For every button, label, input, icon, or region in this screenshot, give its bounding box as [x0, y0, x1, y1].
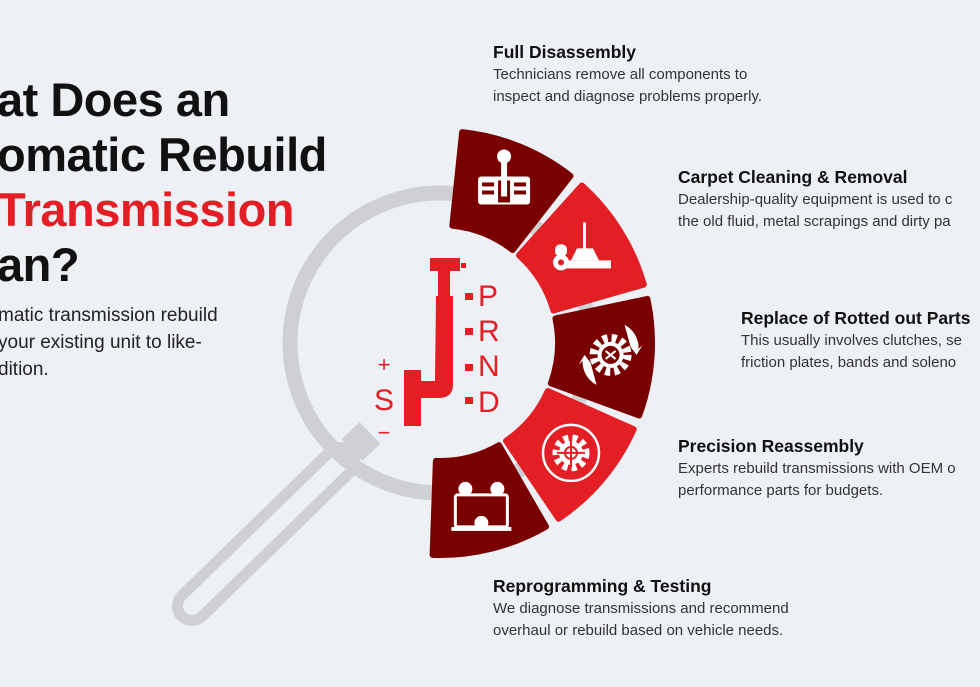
- step-segment: [515, 182, 647, 314]
- intro-line: your existing unit to like-: [0, 332, 202, 353]
- gear-label: D: [478, 386, 500, 419]
- step-precision-reassembly: Precision Reassembly Experts rebuild tra…: [678, 434, 956, 502]
- step-desc: Technicians remove all components to: [493, 66, 748, 83]
- gear-label: R: [478, 315, 500, 348]
- page-title-line-4: an?: [0, 238, 80, 291]
- page-title-line-1: at Does an: [0, 73, 230, 126]
- laptop-code-icon: [451, 481, 512, 531]
- manual-shift-label: +: [378, 352, 391, 377]
- step-desc: We diagnose transmissions and recommend: [493, 600, 789, 617]
- step-desc: the old fluid, metal scrapings and dirty…: [678, 213, 951, 230]
- step-desc: Experts rebuild transmissions with OEM o: [678, 460, 956, 477]
- page-title-line-2: omatic Rebuild: [0, 128, 327, 181]
- gear-shifter-icon: [478, 149, 531, 205]
- intro-paragraph: matic transmission rebuild your existing…: [0, 302, 218, 383]
- step-desc: performance parts for budgets.: [678, 482, 884, 499]
- manual-shift-label: S: [374, 384, 394, 417]
- intro-line: dition.: [0, 359, 49, 380]
- step-segment: [547, 295, 655, 419]
- step-title: Carpet Cleaning & Removal: [678, 167, 908, 187]
- step-title: Precision Reassembly: [678, 436, 864, 456]
- gear-label: N: [478, 350, 500, 383]
- step-carpet-cleaning: Carpet Cleaning & Removal Dealership-qua…: [678, 165, 952, 233]
- step-segment: [429, 442, 549, 558]
- step-desc: inspect and diagnose problems properly.: [493, 88, 763, 105]
- gear-label: P: [478, 280, 498, 313]
- step-segment: [502, 387, 637, 522]
- carpet-cleaning-icon: [553, 222, 612, 271]
- page-title-line-3: Transmission: [0, 183, 295, 236]
- step-desc: Dealership-quality equipment is used to …: [678, 191, 953, 208]
- step-reprogramming-testing: Reprogramming & Testing We diagnose tran…: [493, 574, 789, 642]
- step-full-disassembly: Full Disassembly Technicians remove all …: [493, 40, 762, 108]
- gear-shifter-graphic: [404, 258, 473, 426]
- step-replace-parts: Replace of Rotted out Parts This usually…: [741, 306, 970, 374]
- step-title: Reprogramming & Testing: [493, 576, 712, 596]
- step-desc: This usually involves clutches, se: [741, 332, 962, 349]
- manual-shift-label: −: [378, 420, 391, 445]
- step-desc: overhaul or rebuild based on vehicle nee…: [493, 622, 784, 639]
- step-title: Full Disassembly: [493, 42, 636, 62]
- step-desc: friction plates, bands and soleno: [741, 354, 957, 371]
- step-title: Replace of Rotted out Parts: [741, 308, 971, 328]
- step-segment: [449, 129, 574, 254]
- intro-line: matic transmission rebuild: [0, 305, 218, 326]
- precision-gear-icon: [541, 423, 601, 483]
- gear-swap-icon: [578, 324, 643, 385]
